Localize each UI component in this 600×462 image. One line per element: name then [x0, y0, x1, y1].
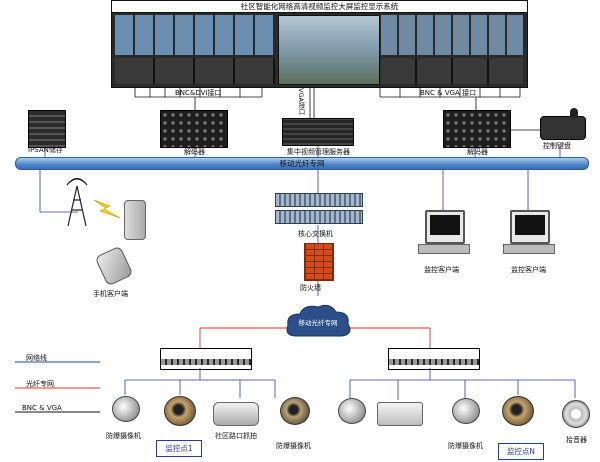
label-camera-d: 防爆摄像机 [448, 442, 483, 450]
label-vga-port: VGA接口 [297, 88, 305, 115]
wall-cabinet-left [115, 58, 275, 84]
screen-grid-right [381, 15, 523, 55]
label-ipsan: IPSAN储存 [28, 146, 63, 154]
legend-network-line: 网络线 [26, 354, 47, 362]
label-keyboard: 控制键盘 [543, 142, 571, 150]
label-firewall: 防火墙 [300, 284, 321, 292]
video-wall-title: 社区智能化网络高清视频监控大屏监控显示系统 [112, 1, 527, 13]
dome-camera-5-icon [452, 398, 480, 424]
label-decoder-right: 解码器 [467, 148, 488, 156]
mobile-phone-icon [124, 200, 146, 240]
control-keyboard-icon [540, 116, 586, 140]
joystick-icon [570, 108, 578, 118]
box-camera-icon [377, 402, 423, 426]
monitor-client-2-base [503, 244, 555, 254]
bullet-camera-icon [213, 402, 259, 426]
label-camera-a: 防爆摄像机 [106, 432, 141, 440]
core-switch-icon-2 [275, 210, 363, 224]
dome-camera-1-icon [112, 396, 140, 422]
backbone-bar: 移动光纤专网 [15, 157, 589, 170]
dome-camera-6-icon [502, 396, 534, 426]
label-monitor-client-2: 监控客户端 [511, 266, 546, 274]
backbone-label: 移动光纤专网 [279, 159, 325, 168]
pickup-microphone-icon [562, 400, 590, 428]
label-camera-b: 社区路口抓拍 [215, 432, 257, 440]
access-switch-left-icon [160, 348, 252, 370]
screen-grid-left [115, 15, 275, 55]
label-bnc-dvi-port: BNC&DVI接口 [175, 89, 222, 97]
label-monitor-client-1: 监控客户端 [424, 266, 459, 274]
cloud-icon [286, 304, 351, 337]
monitoring-point-n-label: 监控点N [506, 447, 536, 456]
ipsan-storage-icon [28, 110, 66, 148]
decoder-left-icon [160, 110, 228, 148]
legend-fiber-line: 光纤专网 [26, 380, 54, 388]
monitoring-point-1: 监控点1 [156, 440, 202, 457]
decoder-right-icon [443, 110, 511, 148]
wall-cabinet-right [381, 58, 523, 84]
lightning-icon [93, 199, 121, 219]
video-wall: 社区智能化网络高清视频监控大屏监控显示系统 [111, 0, 528, 88]
tower-icon [66, 178, 88, 227]
label-core-switch: 核心交换机 [298, 230, 333, 238]
legend-bnc-vga: BNC & VGA [22, 404, 62, 412]
monitor-client-1-icon [425, 210, 465, 244]
access-switch-right-icon [388, 348, 480, 370]
monitoring-point-n: 监控点N [498, 443, 544, 460]
dome-camera-3-icon [280, 397, 310, 425]
label-bnc-vga-port: BNC & VGA 接口 [420, 89, 477, 97]
label-camera-c: 防爆摄像机 [276, 442, 311, 450]
server-icon [282, 118, 354, 146]
label-server: 集中视频管理服务器 [287, 148, 350, 156]
label-mobile-client: 手机客户端 [93, 290, 128, 298]
screen-center [278, 15, 380, 85]
monitoring-point-1-label: 监控点1 [165, 444, 193, 453]
label-pickup: 拾音器 [566, 436, 587, 444]
label-cloud: 移动光纤专网 [298, 319, 338, 327]
monitor-client-2-icon [510, 210, 550, 244]
monitor-client-1-base [418, 244, 470, 254]
firewall-icon [304, 243, 334, 281]
dome-camera-2-icon [164, 396, 196, 426]
core-switch-icon [275, 193, 363, 207]
dome-camera-4-icon [338, 398, 366, 424]
label-decoder-left: 解码器 [184, 148, 205, 156]
